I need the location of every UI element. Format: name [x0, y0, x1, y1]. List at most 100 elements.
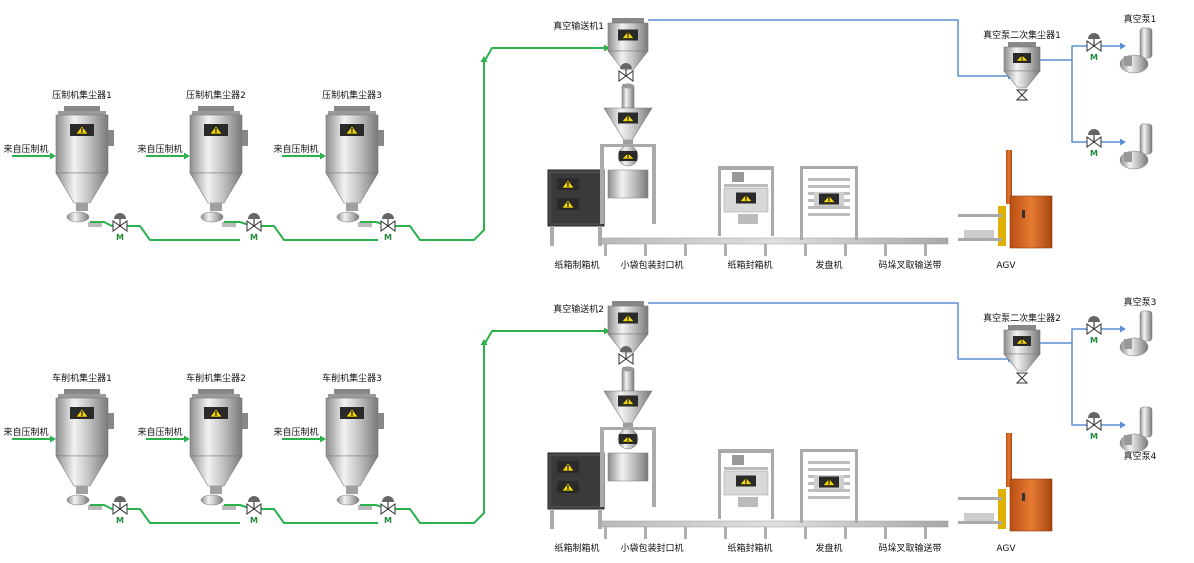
carton-maker[interactable]: !!: [547, 169, 605, 246]
belt-leg: [764, 527, 767, 539]
agv-body: [1009, 195, 1053, 249]
collector-flange: [328, 111, 376, 115]
agv-forklift[interactable]: [958, 433, 1053, 532]
dust-collector[interactable]: 压制机集尘器1!: [52, 89, 114, 227]
vacuum-conveyor[interactable]: 真空输送机1!: [553, 18, 649, 71]
valve-actuator: [1088, 412, 1100, 418]
feeder-pipe: [88, 222, 102, 227]
carton-sealer[interactable]: !: [718, 449, 774, 519]
warning-triangle: [75, 125, 89, 135]
agv-pallet: [964, 513, 994, 521]
collector-outlet: [346, 486, 358, 494]
feed-source-label: 来自压制机: [3, 143, 48, 155]
collector-outlet: [76, 486, 88, 494]
warning-triangle: [621, 152, 635, 160]
belt-leg: [844, 244, 847, 256]
tray-slat: [808, 489, 850, 492]
carton-maker-leg: [550, 509, 554, 529]
warning-triangle: [822, 478, 836, 486]
motor-valve-icon[interactable]: M: [1086, 129, 1102, 158]
bag-sealer[interactable]: !!: [600, 83, 656, 225]
sealer-screw-cap: [622, 366, 634, 372]
pump-inlet: [1124, 435, 1132, 445]
tray-post: [800, 166, 803, 240]
powder-line-segment: [224, 221, 378, 241]
collector-top-grille: [64, 389, 100, 394]
motor-valve-icon[interactable]: M: [380, 213, 396, 242]
motor-valve-icon[interactable]: M: [112, 213, 128, 242]
tray-dispenser[interactable]: !: [800, 166, 858, 240]
warning-mark: !: [626, 32, 629, 40]
agv-carriage: [998, 489, 1006, 529]
motor-valve-icon[interactable]: M: [380, 496, 396, 525]
collector-top-grille: [198, 389, 234, 394]
belt-leg: [604, 527, 607, 539]
dust-collector[interactable]: 压制机集尘器2!: [186, 89, 248, 227]
warning-triangle: [1015, 54, 1029, 62]
tray-post: [800, 449, 803, 523]
valve-motor-label: M: [116, 516, 124, 525]
sealer-screw-cap: [622, 83, 634, 89]
warning-mark: !: [80, 127, 83, 135]
collector-side-port: [108, 413, 114, 429]
warning-mark: !: [626, 398, 629, 406]
discharge-valve-icon: [1015, 372, 1029, 384]
valve-actuator: [620, 63, 632, 69]
valve-actuator: [382, 213, 394, 219]
secondary-dust-collector[interactable]: 真空泵二次集尘器1!: [983, 29, 1061, 101]
warning-icon: !: [70, 124, 94, 136]
valve-body: [112, 220, 128, 232]
bag-sealer-label: 小袋包装封口机: [620, 542, 683, 554]
agv-forklift[interactable]: [958, 150, 1053, 249]
motor-valve-icon[interactable]: M: [112, 496, 128, 525]
vacuum-conveyor[interactable]: 真空输送机2!: [553, 301, 649, 354]
collector-top-grille: [198, 106, 234, 111]
carton-sealer-head: [732, 172, 744, 182]
belt-leg: [764, 244, 767, 256]
motor-valve-icon[interactable]: M: [1086, 412, 1102, 441]
sealer-frame-right: [652, 427, 656, 507]
sealer-screw: [621, 85, 635, 109]
warning-mark: !: [827, 196, 830, 204]
bag-sealer[interactable]: !!: [600, 366, 656, 508]
warning-triangle: [621, 31, 635, 39]
warning-icon: !: [557, 461, 579, 473]
warning-triangle: [209, 125, 223, 135]
dust-collector[interactable]: 压制机集尘器3!: [322, 89, 384, 227]
vacuum-pump[interactable]: 真空泵3: [1119, 296, 1156, 357]
warning-icon: !: [340, 407, 364, 419]
valve-body: [618, 353, 634, 365]
warning-mark: !: [626, 435, 629, 443]
motor-valve-icon[interactable]: M: [1086, 316, 1102, 345]
tray-dispenser[interactable]: !: [800, 449, 858, 523]
motor-valve-icon[interactable]: M: [246, 213, 262, 242]
dust-collector[interactable]: 车削机集尘器2!: [186, 372, 248, 510]
warning-icon: !: [618, 395, 638, 407]
vacuum-pump[interactable]: [1119, 123, 1153, 170]
warning-icon: !: [619, 151, 637, 161]
sealer-screw: [621, 368, 635, 392]
carton-maker[interactable]: !!: [547, 452, 605, 529]
carton-sealer[interactable]: !: [718, 166, 774, 236]
warning-triangle: [345, 408, 359, 418]
vacuum-pump[interactable]: 真空泵1: [1119, 13, 1156, 74]
dust-collector-label: 车削机集尘器3: [322, 372, 382, 384]
warning-mark: !: [566, 464, 569, 472]
motor-valve-icon[interactable]: M: [246, 496, 262, 525]
motor-valve-icon[interactable]: M: [1086, 33, 1102, 62]
dust-collector-label: 压制机集尘器1: [52, 89, 112, 101]
warning-triangle: [621, 397, 635, 405]
belt-leg: [724, 527, 727, 539]
secondary-dust-collector[interactable]: 真空泵二次集尘器2!: [983, 312, 1061, 384]
valve-motor-label: M: [1090, 336, 1098, 345]
belt-leg: [924, 527, 927, 539]
arrow-head-icon: [480, 339, 488, 345]
dust-collector[interactable]: 车削机集尘器3!: [322, 372, 384, 510]
tray-slat: [808, 213, 850, 216]
vacuum-pump[interactable]: 真空泵4: [1119, 406, 1157, 462]
dust-collector[interactable]: 车削机集尘器1!: [52, 372, 114, 510]
collector-side-port: [378, 130, 384, 146]
valve-motor-label: M: [116, 233, 124, 242]
collector-body: [55, 397, 109, 457]
collector-body: [189, 397, 243, 457]
